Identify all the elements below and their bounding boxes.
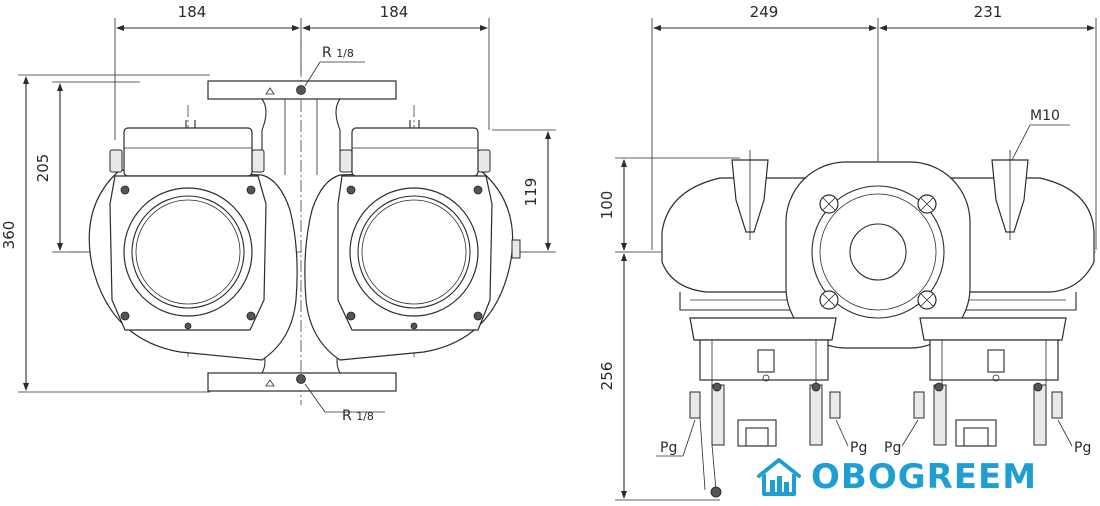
dim-side-top-right: 231 xyxy=(974,3,1003,21)
dim-front-height-right: 119 xyxy=(522,178,540,207)
right-pump-head xyxy=(337,120,521,331)
dim-side-top-left: 249 xyxy=(750,3,779,21)
gland-label-right-1: Pg xyxy=(850,440,867,456)
front-view: 184 184 360 205 119 xyxy=(0,3,556,424)
dim-side-lower: 256 xyxy=(598,362,616,391)
side-view: 249 231 100 256 M10 xyxy=(598,3,1097,501)
flange-bolts xyxy=(819,194,937,310)
dim-front-height-upper: 205 xyxy=(34,154,52,183)
gland-label-left-2: Pg xyxy=(884,440,901,456)
motor-right xyxy=(913,317,1067,447)
thread-label-bottom: R 1/8 xyxy=(342,408,374,424)
dim-front-top-right: 184 xyxy=(380,3,409,21)
brand-watermark: OBOGREEM xyxy=(755,452,1075,502)
brand-name: OBOGREEM xyxy=(811,457,1038,497)
house-icon xyxy=(757,458,801,496)
dim-front-top-left: 184 xyxy=(178,3,207,21)
motor-left xyxy=(689,317,841,498)
dim-front-height-total: 360 xyxy=(0,221,18,250)
left-pump-head xyxy=(109,120,267,331)
bolt-label-m10: M10 xyxy=(1030,108,1060,124)
thread-label-top: R 1/8 xyxy=(322,45,354,61)
gland-label-left-1: Pg xyxy=(660,440,677,456)
gland-label-right-2: Pg xyxy=(1074,440,1091,456)
dim-side-upper: 100 xyxy=(598,191,616,220)
